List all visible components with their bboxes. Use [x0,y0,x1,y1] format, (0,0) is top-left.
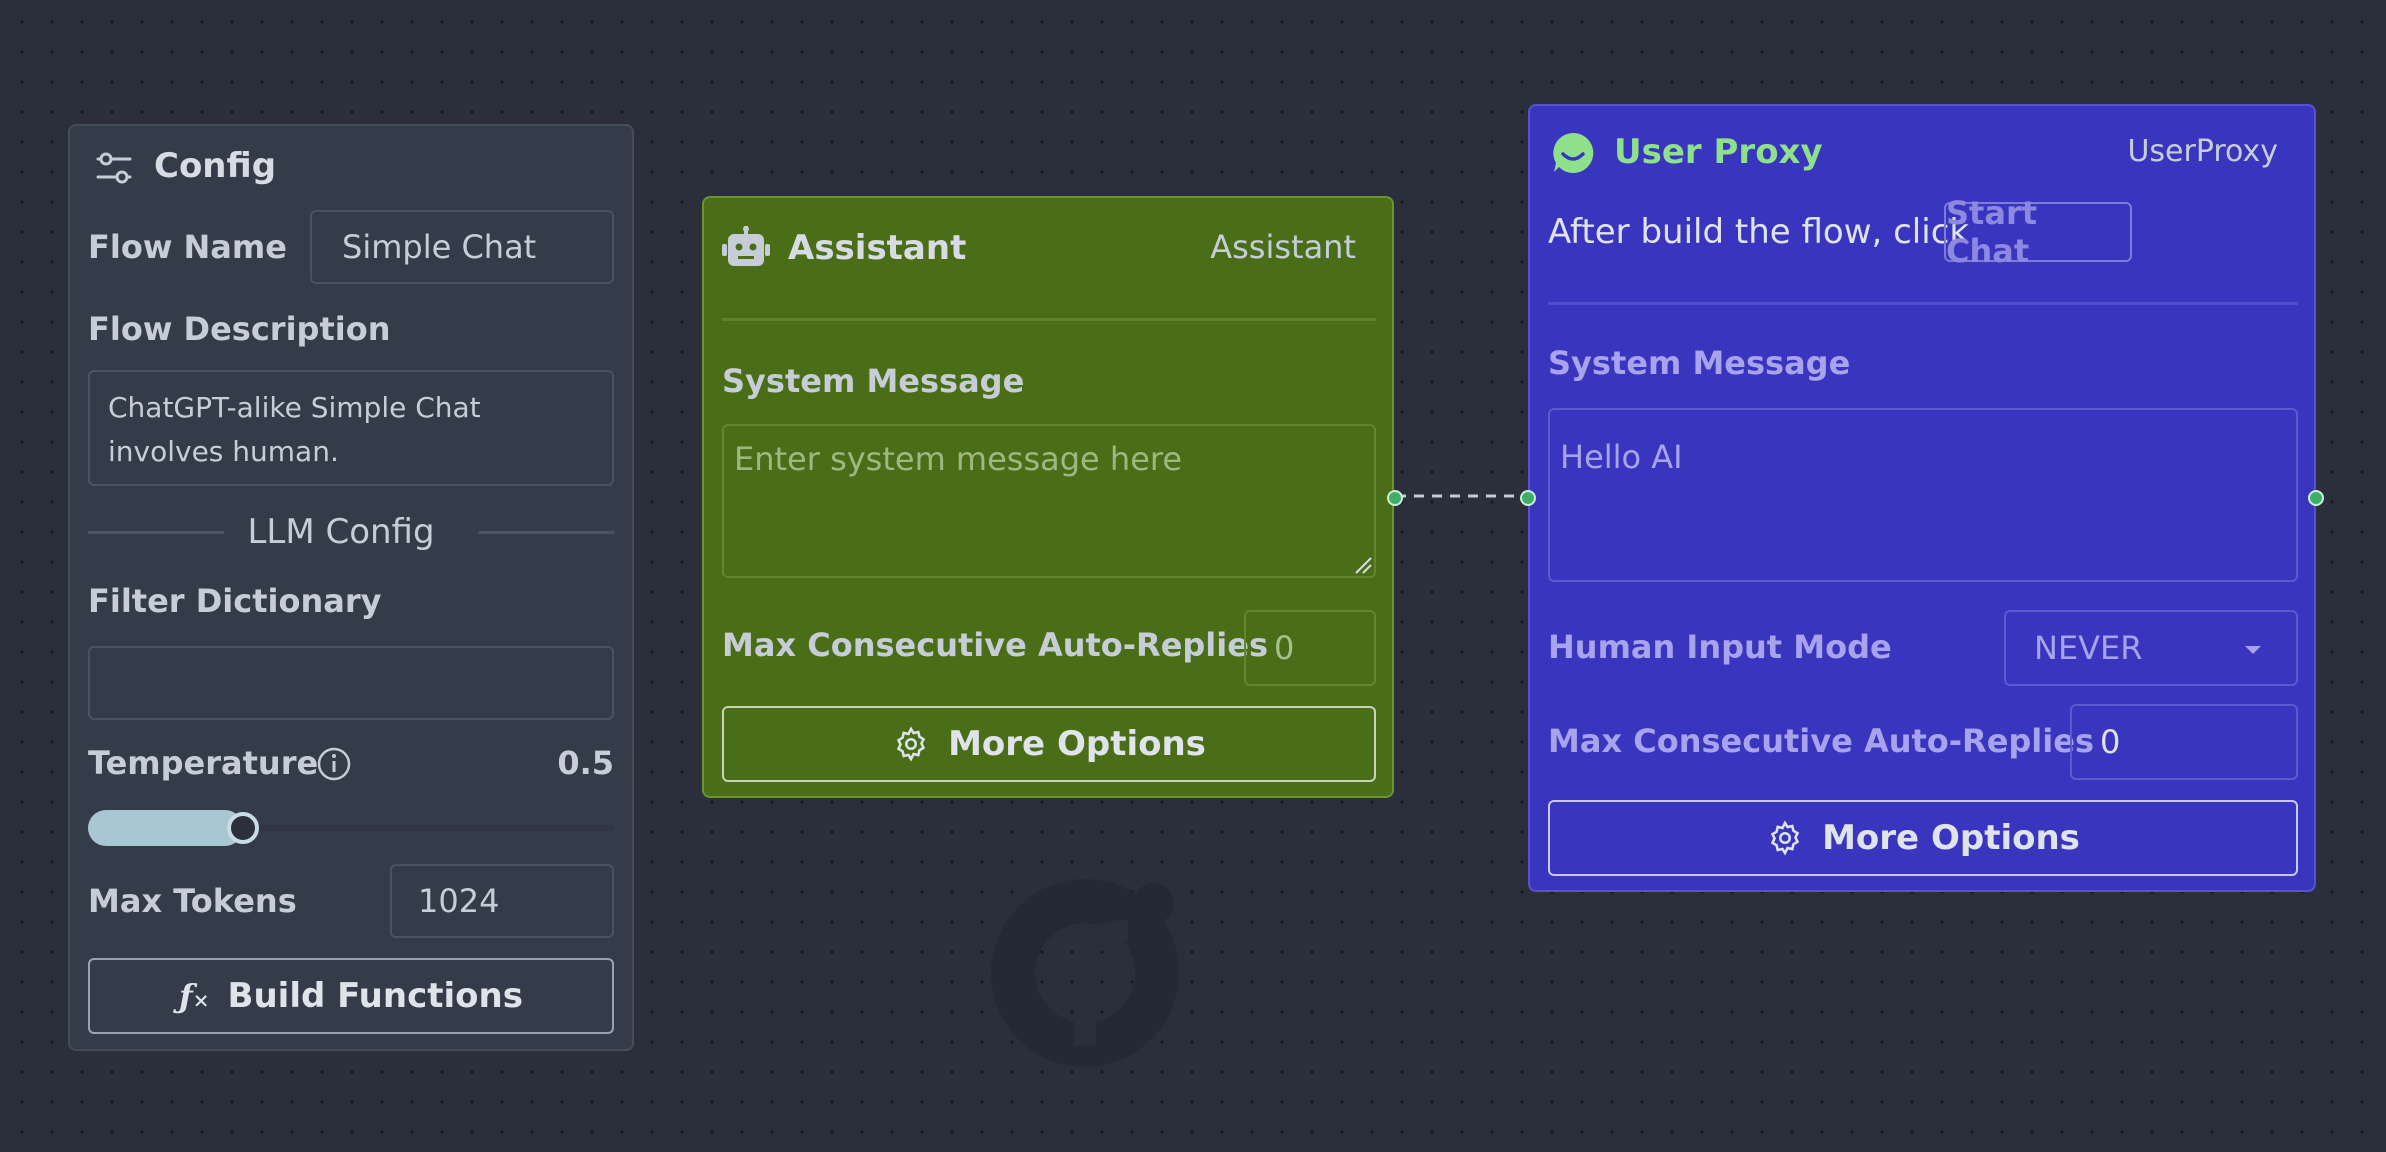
filter-dictionary-label: Filter Dictionary [88,582,382,620]
assistant-type-label: Assistant [1210,228,1356,266]
max-tokens-label: Max Tokens [88,882,297,920]
max-tokens-value: 1024 [418,882,500,920]
temperature-label: Temperature [88,744,319,782]
assistant-system-message-placeholder: Enter system message here [734,440,1183,478]
config-title: Config [154,146,277,186]
flow-name-label: Flow Name [88,228,287,266]
user-proxy-system-message-input[interactable]: Hello AI [1548,408,2298,582]
start-chat-button[interactable]: Start Chat [1944,194,2132,270]
slider-thumb[interactable] [227,812,259,844]
user-proxy-more-options-button[interactable]: More Options [1548,800,2298,876]
connection-edge [1396,494,1524,498]
human-input-mode-label: Human Input Mode [1548,628,1892,666]
user-proxy-max-replies-value: 0 [2100,723,2121,761]
gear-icon [896,726,926,762]
assistant-max-replies-label: Max Consecutive Auto-Replies [722,626,1268,664]
robot-icon [722,226,770,266]
assistant-node[interactable]: Assistant Assistant System Message Enter… [702,196,1394,798]
user-proxy-more-options-label: More Options [1822,818,2080,858]
user-proxy-type-label: UserProxy [2127,134,2278,169]
assistant-title: Assistant [788,228,967,268]
user-proxy-title: User Proxy [1614,132,1823,172]
user-proxy-header-divider [1548,302,2298,305]
watermark-logo [991,879,1179,1067]
assistant-system-message-label: System Message [722,362,1025,400]
slider-fill [88,810,243,846]
user-proxy-input-handle[interactable] [1520,490,1536,506]
llm-config-divider-left [88,531,224,534]
assistant-more-options-label: More Options [948,724,1206,764]
start-chat-label: Start Chat [1946,194,2038,270]
llm-config-divider-right [478,531,614,534]
function-icon: ƒ× [179,977,210,1015]
flow-description-value: ChatGPT-alike Simple Chat involves human… [108,391,481,468]
user-proxy-max-replies-input[interactable]: 0 [2070,704,2298,780]
config-node[interactable]: Config Flow Name Simple Chat Flow Descri… [68,124,634,1051]
temperature-value: 0.5 [557,744,614,782]
assistant-system-message-input[interactable]: Enter system message here [722,424,1376,578]
assistant-more-options-button[interactable]: More Options [722,706,1376,782]
info-icon[interactable] [316,746,352,782]
sliders-icon [96,152,132,184]
slider-track [88,825,614,831]
user-proxy-system-message-placeholder: Hello AI [1560,438,1683,476]
llm-config-title: LLM Config [247,512,435,552]
user-proxy-output-handle[interactable] [2308,490,2324,506]
start-chat-hint: After build the flow, click [1548,212,1970,252]
user-proxy-max-replies-label: Max Consecutive Auto-Replies [1548,722,2094,760]
assistant-max-replies-value: 0 [1274,629,1295,667]
chevron-down-icon [2245,646,2261,654]
assistant-max-replies-input[interactable]: 0 [1244,610,1376,686]
flow-name-value: Simple Chat [342,228,537,266]
resize-handle-icon[interactable] [1354,556,1372,574]
temperature-slider[interactable] [88,808,614,848]
human-input-mode-value: NEVER [2034,629,2143,667]
user-proxy-system-message-label: System Message [1548,344,1851,382]
build-functions-label: Build Functions [227,976,523,1016]
user-proxy-node[interactable]: User Proxy UserProxy After build the flo… [1528,104,2316,892]
max-tokens-input[interactable]: 1024 [390,864,614,938]
human-input-mode-select[interactable]: NEVER [2004,610,2298,686]
assistant-output-handle[interactable] [1387,490,1403,506]
gear-icon [1770,820,1800,856]
chat-bubble-icon [1553,132,1594,173]
flow-name-input[interactable]: Simple Chat [310,210,614,284]
flow-description-input[interactable]: ChatGPT-alike Simple Chat involves human… [88,370,614,486]
flow-description-label: Flow Description [88,310,391,348]
filter-dictionary-input[interactable] [88,646,614,720]
build-functions-button[interactable]: ƒ× Build Functions [88,958,614,1034]
assistant-header-divider [722,318,1376,321]
